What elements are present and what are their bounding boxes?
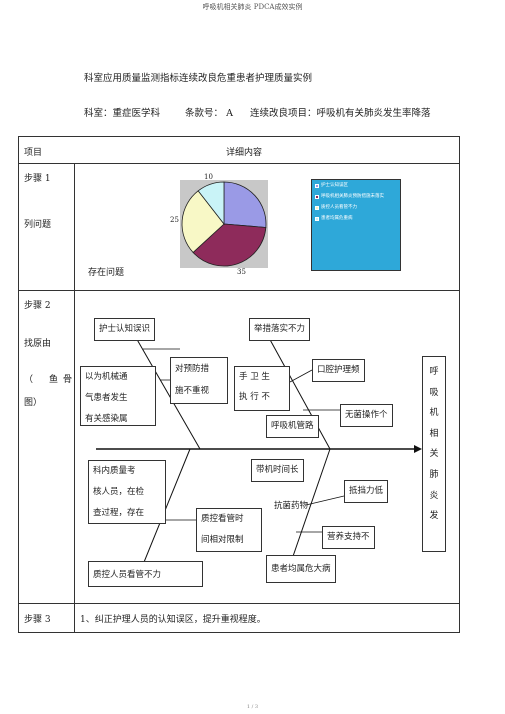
- pie-chart: [181, 181, 267, 267]
- cause-qc-check: 科内质量考 核人员，在检 查过程，存在: [88, 460, 166, 524]
- pie-chart-frame: [180, 180, 268, 268]
- step2-label: 步骤 2: [24, 301, 51, 311]
- pie-value-label: 25: [170, 216, 179, 224]
- col-header-item: 项目: [24, 148, 43, 158]
- pie-slice: [197, 181, 225, 226]
- fishbone-branch: [289, 369, 313, 383]
- table-divider: [18, 290, 460, 291]
- step2-paren-fish: 鱼: [49, 375, 59, 385]
- pie-slice: [223, 181, 267, 228]
- cause-nutrition: 营养支持不: [322, 526, 375, 549]
- legend-swatch: [315, 206, 319, 210]
- legend-item: 质控人员看管不力: [315, 205, 397, 211]
- legend-swatch: [315, 184, 319, 188]
- pie-value-label: 10: [204, 173, 213, 181]
- cause-qc-time-limit: 质控看管时 间相对限制: [196, 508, 262, 552]
- cause-qc-staff: 质控人员看管不力: [88, 561, 203, 587]
- step1-label: 步骤 1: [24, 174, 51, 184]
- fishbone-bone: [289, 448, 331, 566]
- meta-dept: 科室：重症医学科: [84, 108, 161, 119]
- cause-vent-tubing: 呼吸机管路: [266, 415, 319, 438]
- legend-swatch: [315, 217, 319, 221]
- table-divider: [18, 163, 460, 164]
- step2-paren-right: 图）: [24, 398, 43, 408]
- fishbone-bone: [267, 335, 331, 450]
- fishbone-arrow: [414, 445, 422, 453]
- legend-item: 患者均属危重病: [315, 216, 397, 222]
- meta-project: 连续改良项目：呼吸机有关肺炎发生率降落: [249, 108, 431, 119]
- document-title: 科室应用质量监测指标连续改良危重患者护理质量实例: [84, 73, 313, 84]
- cause-prevention-neglect: 对预防措 施不重视: [170, 357, 228, 404]
- step2-sub: 找原由: [24, 339, 52, 349]
- cause-not-implemented: 举措落实不力: [249, 318, 311, 341]
- content-table: [18, 136, 460, 633]
- legend-swatch: [315, 195, 319, 199]
- cause-ventilation-belief: 以为机械通 气患者发生 有关感染属: [80, 366, 156, 426]
- cause-long-ventilation: 带机时间长: [251, 459, 304, 482]
- page-header: 呼吸机相关肺炎 PDCA成效实例: [202, 3, 303, 11]
- legend-item: 呼吸机相关肺炎预防措施未落实: [315, 194, 397, 200]
- cause-nurse-awareness: 护士认知误识: [94, 318, 156, 341]
- page-number: 1 / 3: [246, 704, 259, 710]
- step2-paren-bone: 骨: [63, 375, 73, 385]
- column-divider: [74, 163, 75, 633]
- fishbone-head-box: [422, 356, 446, 552]
- pie-value-label: 35: [237, 268, 246, 276]
- step3-content: 1、纠正护理人员的认知误区，提升重视程度。: [80, 615, 266, 625]
- document-meta: 科室：重症医学科 条款号： A 连续改良项目：呼吸机有关肺炎发生率降落: [84, 105, 430, 119]
- meta-clause: 条款号： A: [185, 108, 233, 119]
- step3-label: 步骤 3: [24, 615, 51, 625]
- cause-antibiotic: 抗菌药物: [274, 501, 309, 511]
- col-header-detail: 详细内容: [226, 148, 263, 158]
- cause-hand-hygiene: 手 卫 生 执 行 不: [234, 366, 290, 411]
- pie-legend: 护士认知误区 呼吸机相关肺炎预防措施未落实 质控人员看管不力 患者均属危重病: [311, 179, 401, 271]
- step2-paren-left: （: [24, 375, 34, 385]
- cause-low-immunity: 抵挡力低: [344, 480, 389, 503]
- step1-sub: 列问题: [24, 220, 52, 230]
- cause-aseptic: 无菌操作个: [340, 404, 393, 427]
- fishbone-bone: [134, 335, 201, 450]
- legend-item: 护士认知误区: [315, 183, 397, 189]
- fishbone-branch: [305, 495, 345, 506]
- pie-slice: [192, 223, 267, 267]
- fishbone-head-text: 呼 吸 机 相 关 肺 炎 发: [429, 367, 439, 522]
- cause-critical-patients: 患者均属危大病: [266, 555, 336, 583]
- pie-slice: [181, 190, 225, 254]
- step1-caption: 存在问题: [88, 268, 125, 278]
- cause-oral-care: 口腔护理频: [312, 359, 365, 382]
- table-divider: [18, 603, 460, 604]
